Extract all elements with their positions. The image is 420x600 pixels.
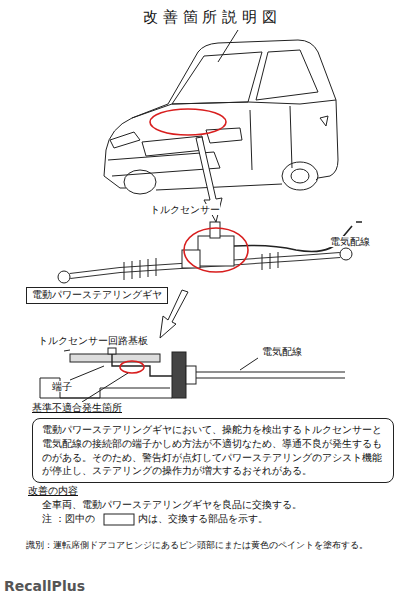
- terminal-head: [108, 348, 116, 354]
- connector-block: [172, 352, 186, 398]
- location-label: 基準不適合発生箇所: [32, 402, 122, 413]
- leader-line: [64, 350, 70, 351]
- headlight: [206, 128, 242, 143]
- section-heading: 改善の内容: [28, 485, 78, 496]
- wheel: [282, 162, 318, 190]
- highlight-circle: [184, 228, 248, 272]
- leader-line: [70, 366, 104, 380]
- terminal: [112, 354, 176, 376]
- circuit-board: [70, 354, 160, 362]
- input-shaft: [210, 222, 220, 238]
- part-label: トルクセンサー回路基板: [38, 335, 148, 346]
- node-text: 電動パワーステアリングギヤ: [32, 289, 162, 302]
- wheel: [124, 170, 156, 194]
- leader-line: [82, 373, 128, 402]
- legend-box: [104, 514, 134, 525]
- windshield: [172, 52, 262, 104]
- housing-outline: [40, 398, 172, 399]
- highlight-circle: [150, 109, 226, 135]
- connector-socket: [186, 366, 196, 384]
- part-label: 電気配線: [262, 346, 302, 357]
- note-text: 全車両、電動パワーステアリングギヤを良品に交換する。: [42, 499, 302, 510]
- side-window: [256, 50, 318, 100]
- boot: [262, 252, 278, 270]
- door-line: [250, 106, 292, 170]
- title: 改 善 箇 所 説 明 図: [0, 8, 420, 26]
- note-text: 識別：運転席側ドアコアヒンジにあるピン頭部にまたは黄色のペイントを塗布する。: [26, 540, 368, 550]
- highlight-circle: [120, 361, 144, 373]
- node-text: 電動パワーステアリングギヤにおいて、操舵力を検出するトルクセンサーと電気配線の接…: [42, 423, 384, 478]
- part-name-box: 電動パワーステアリングギヤ: [26, 287, 168, 304]
- note-text: 注 ：図中の: [42, 513, 95, 524]
- wheel-hub: [291, 169, 309, 183]
- explanation-box: 電動パワーステアリングギヤにおいて、操舵力を検出するトルクセンサーと電気配線の接…: [32, 418, 394, 483]
- part-label: 電気配線: [330, 236, 370, 247]
- leader-line: [218, 30, 238, 62]
- part-label: 端子: [52, 381, 72, 392]
- wire: [196, 372, 345, 378]
- part-label: トルクセンサー: [150, 204, 220, 215]
- car-body: [104, 40, 338, 178]
- boot: [124, 258, 156, 280]
- mirror: [320, 116, 328, 126]
- headlight: [110, 132, 140, 148]
- leader-line: [240, 358, 258, 370]
- tie-rod-end: [340, 248, 352, 260]
- hood-line: [132, 100, 336, 118]
- tie-rod-end: [58, 271, 70, 283]
- torque-sensor: [198, 236, 234, 266]
- watermark: RecallPlus: [4, 578, 85, 595]
- note-text: 内は、交換する部品を示す。: [138, 513, 268, 524]
